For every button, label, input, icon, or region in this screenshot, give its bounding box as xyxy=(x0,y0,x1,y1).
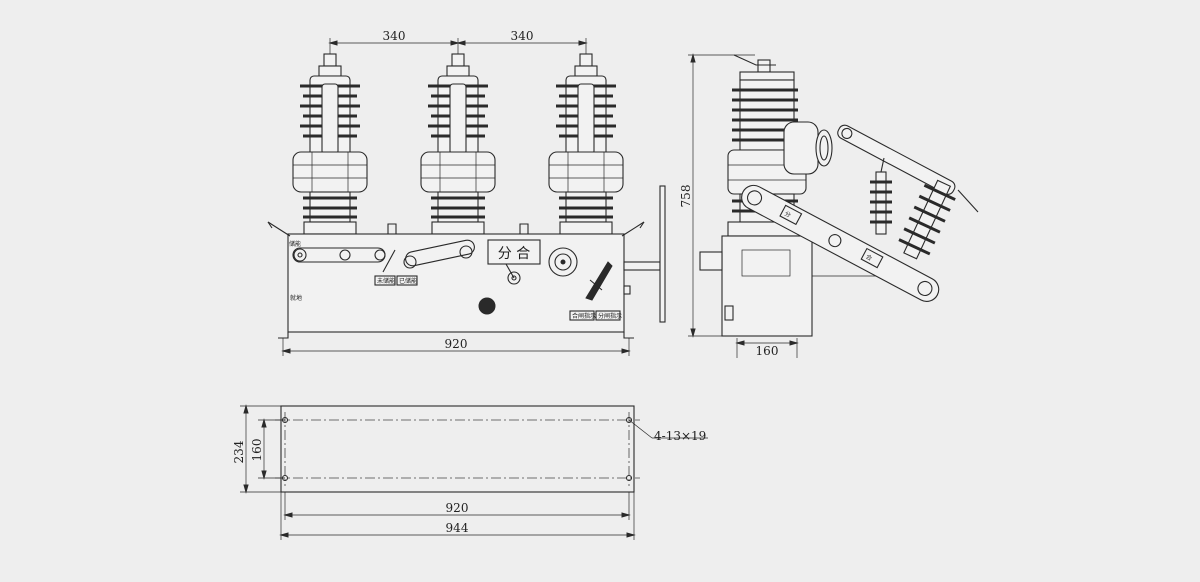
arm-label-close: 合 xyxy=(864,253,873,263)
isolating-arm: 分 合 xyxy=(741,184,940,302)
counter-dial xyxy=(548,247,578,277)
pole-3 xyxy=(547,52,625,236)
holes-note: 4-13×19 xyxy=(654,429,706,443)
plate-charged: 已储能 xyxy=(399,277,417,285)
plate-close-ind: 合闸指示 xyxy=(572,312,596,320)
upper-arm xyxy=(837,124,956,195)
dim-spacing: 340 340 xyxy=(328,29,588,60)
handwheel xyxy=(659,185,666,323)
dim-spacing-right: 340 xyxy=(511,29,534,43)
base-plate xyxy=(280,405,635,493)
mounting-holes xyxy=(281,416,633,482)
dim-width: 920 xyxy=(281,337,631,356)
dim-height-outer: 234 xyxy=(232,440,246,463)
svg-text:758: 758 xyxy=(679,185,693,208)
dim-height: 758 xyxy=(679,53,755,338)
base-plan: 4-13×19 234 160 920 944 xyxy=(232,404,708,540)
dim-width-inner: 920 xyxy=(446,501,469,515)
svg-text:920: 920 xyxy=(445,337,468,351)
local-knob xyxy=(478,297,496,315)
label-storage: 储能 xyxy=(289,240,301,248)
dim-base: 160 xyxy=(735,338,799,358)
dim-spacing-left: 340 xyxy=(383,29,406,43)
ct-bushing xyxy=(783,121,819,175)
plate-uncharged: 未储能 xyxy=(377,277,395,285)
pole-1 xyxy=(292,53,368,235)
arrester-2 xyxy=(898,179,956,260)
dim-height-inner: 160 xyxy=(250,439,264,462)
side-view: 758 xyxy=(679,53,979,358)
side-mechanism-box xyxy=(721,235,813,337)
plate-open-ind: 分闸指示 xyxy=(598,312,622,320)
operating-lever xyxy=(585,261,613,301)
dim-width-outer: 944 xyxy=(446,521,469,535)
label-local: 就地 xyxy=(290,294,302,302)
front-view: 340 340 xyxy=(267,29,666,356)
linkage-left: 未储能 已储能 xyxy=(292,239,475,286)
open-close-panel xyxy=(487,239,541,265)
pole-2 xyxy=(419,52,497,236)
open-close-label: 分 合 xyxy=(498,246,530,262)
arm-label-open: 分 xyxy=(783,209,792,219)
arrester-1 xyxy=(870,157,892,235)
svg-text:160: 160 xyxy=(756,344,779,358)
shaft xyxy=(623,261,661,271)
